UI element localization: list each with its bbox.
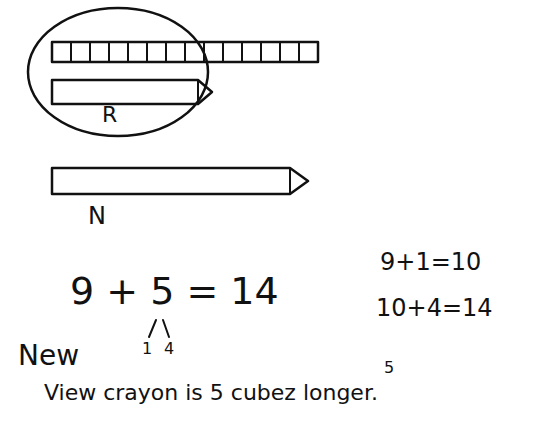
circle-around <box>28 8 208 136</box>
split-part: 1 <box>142 341 152 357</box>
crayon-tip <box>289 168 291 194</box>
answer-sentence: View crayon is 5 cubez longer. <box>44 382 378 404</box>
equation: 9+1=10 <box>380 250 481 274</box>
crayon-label: N <box>88 204 106 228</box>
equation: 9 + 5 = 14 <box>70 272 279 310</box>
cube-dividers <box>71 42 299 62</box>
split-part: 4 <box>164 341 174 357</box>
crayon-label: R <box>102 104 117 126</box>
crayon-n <box>52 168 308 194</box>
crayon-r <box>52 80 212 104</box>
crayon-tip <box>197 80 199 104</box>
inserted-number: 5 <box>384 360 394 376</box>
split-lines <box>149 320 169 337</box>
cube-train <box>52 42 318 62</box>
correction-note: New <box>18 342 79 370</box>
equation: 10+4=14 <box>376 296 493 320</box>
